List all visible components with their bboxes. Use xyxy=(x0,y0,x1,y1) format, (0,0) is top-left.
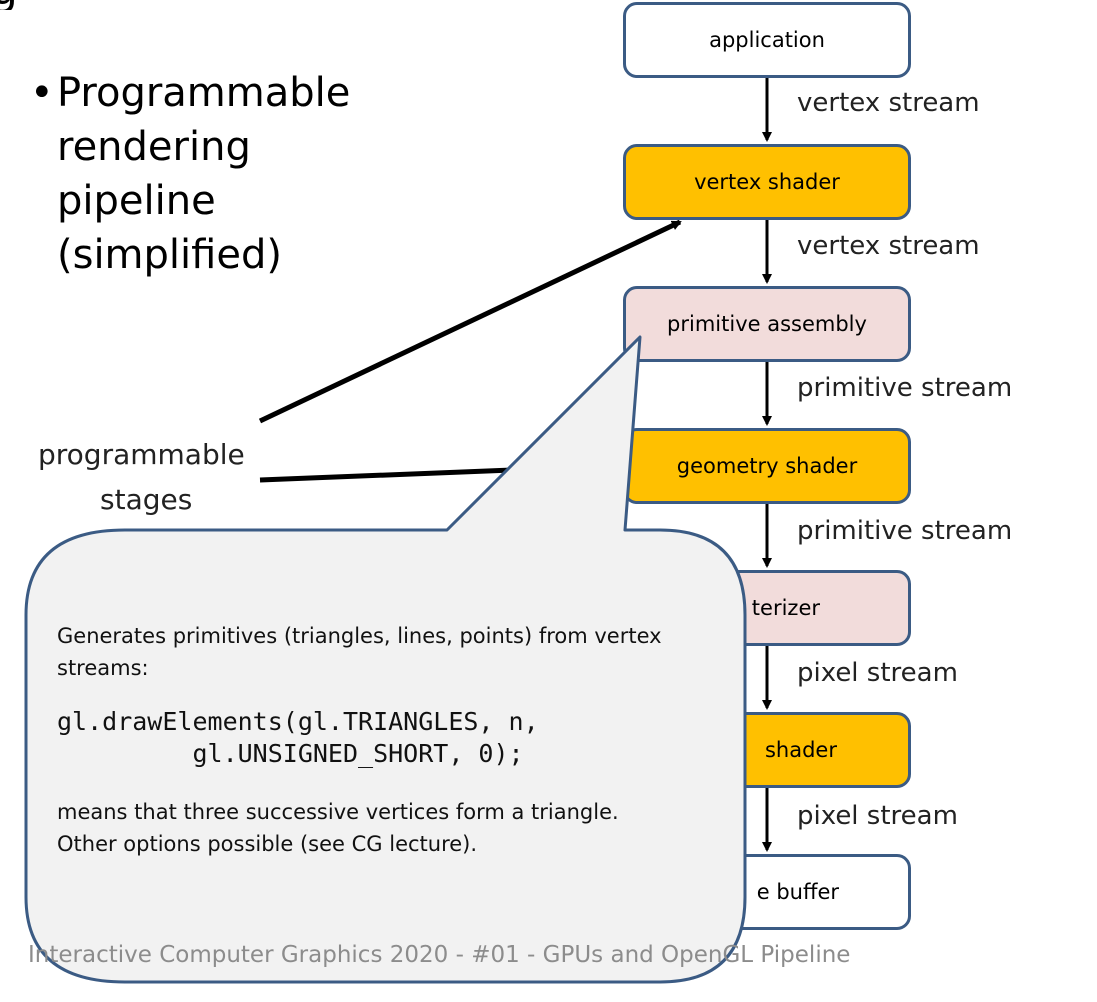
stage-label: terizer xyxy=(751,596,820,620)
stage-application: application xyxy=(623,2,911,78)
stream-label-2: vertex stream xyxy=(797,231,980,261)
stream-label-6: pixel stream xyxy=(797,801,958,831)
callout-content: Generates primitives (triangles, lines, … xyxy=(57,620,707,860)
programmable-label-line2: stages xyxy=(100,483,193,516)
title-fragment: g xyxy=(0,0,110,10)
code-line-2: gl.UNSIGNED_SHORT, 0); xyxy=(57,739,524,768)
stage-vertex-shader: vertex shader xyxy=(623,144,911,220)
slide-footer: Interactive Computer Graphics 2020 - #01… xyxy=(28,942,851,968)
code-line-1: gl.drawElements(gl.TRIANGLES, n, xyxy=(57,707,539,736)
bullet-text: Programmable rendering pipeline (simplif… xyxy=(57,70,351,278)
stream-label-3: primitive stream xyxy=(797,373,1013,403)
stream-label-5: pixel stream xyxy=(797,658,958,688)
stream-label-4: primitive stream xyxy=(797,516,1013,546)
bullet-marker: • xyxy=(30,70,54,116)
stage-label: geometry shader xyxy=(676,454,858,478)
stream-label-1: vertex stream xyxy=(797,88,980,118)
stage-label: application xyxy=(709,28,825,52)
stage-label: shader xyxy=(764,738,837,762)
code-snippet: gl.drawElements(gl.TRIANGLES, n, gl.UNSI… xyxy=(57,706,707,770)
pointer-to-vertex-shader xyxy=(258,219,682,424)
stage-label: primitive assembly xyxy=(667,312,867,336)
callout-explanation-1: means that three successive vertices for… xyxy=(57,800,619,824)
programmable-label-line1: programmable xyxy=(38,438,245,471)
stage-label: e buffer xyxy=(756,880,839,904)
callout-explanation-2: Other options possible (see CG lecture). xyxy=(57,832,478,856)
callout-intro: Generates primitives (triangles, lines, … xyxy=(57,624,662,680)
stage-geometry-shader: geometry shader xyxy=(623,428,911,504)
stage-primitive-assembly: primitive assembly xyxy=(623,286,911,362)
stage-label: vertex shader xyxy=(694,170,840,194)
